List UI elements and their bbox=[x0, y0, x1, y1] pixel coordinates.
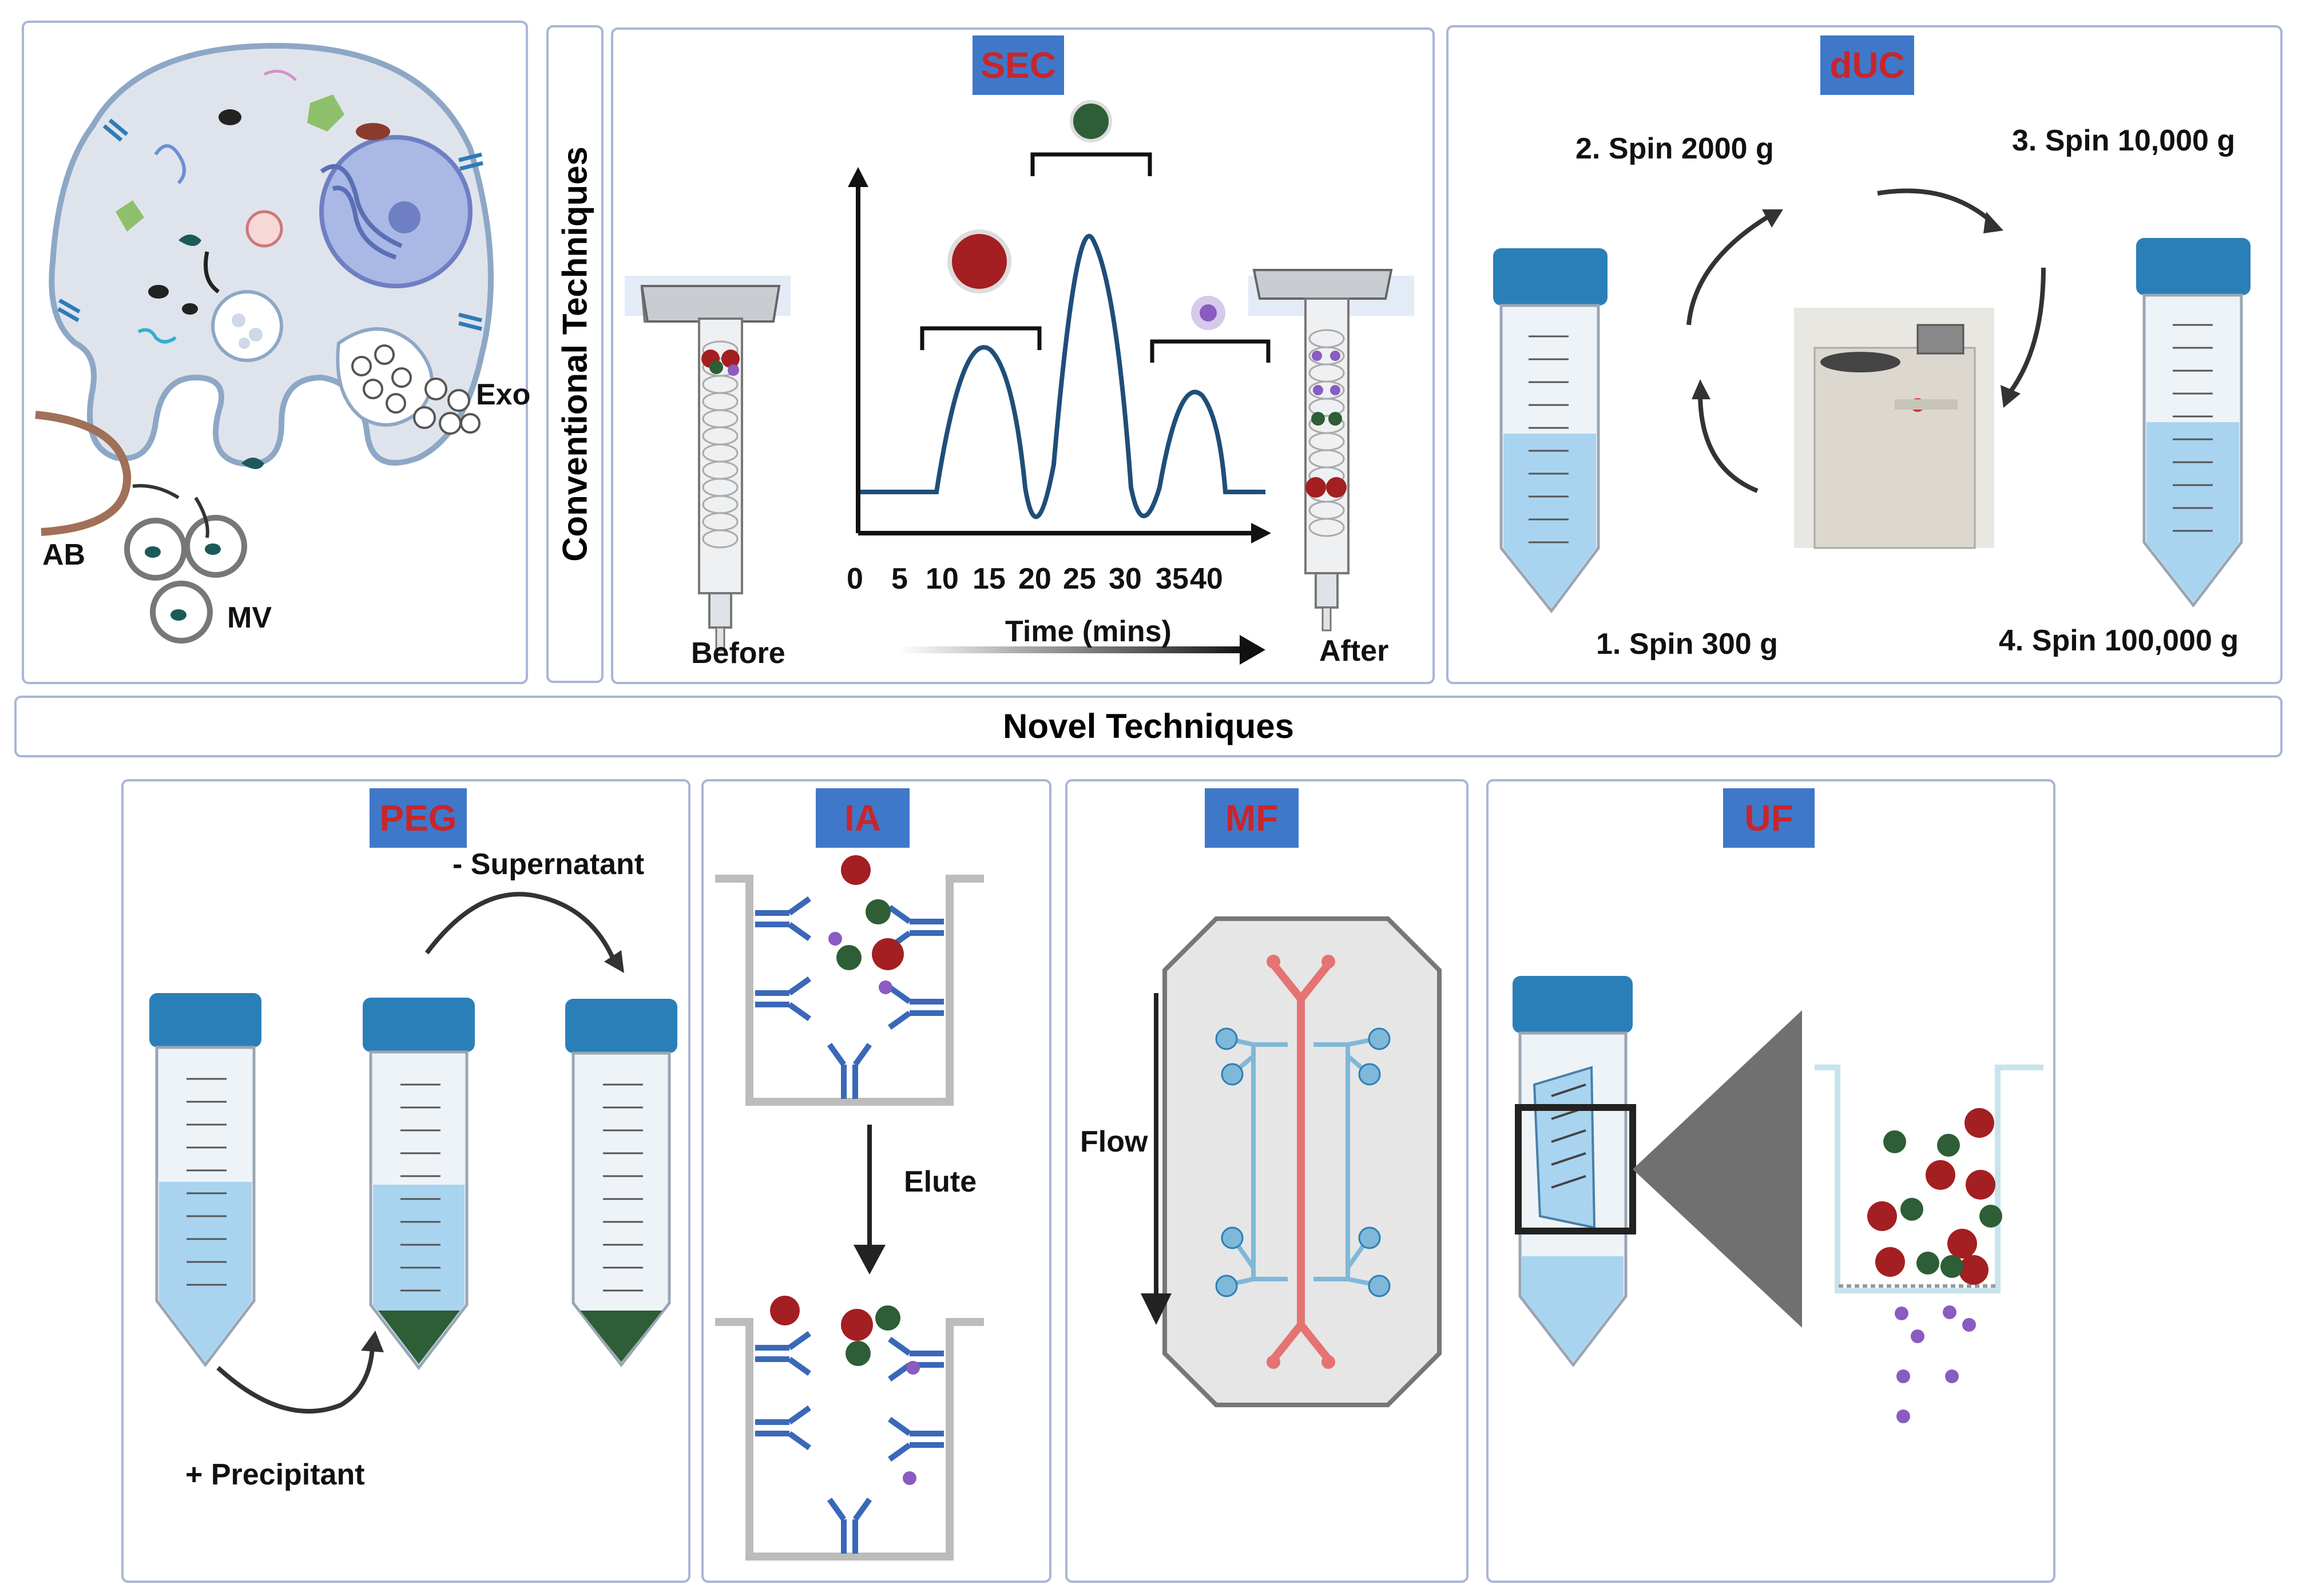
sec-tick-label: 15 bbox=[973, 562, 1006, 595]
sec-column-before bbox=[625, 276, 791, 652]
sec-tick-label: 5 bbox=[891, 562, 908, 595]
novel-header: Novel Techniques bbox=[14, 696, 2283, 757]
sec-xaxis-label: Time (mins) bbox=[1005, 615, 1172, 648]
ia-well-bottom bbox=[715, 1318, 984, 1561]
peg-tube-1 bbox=[149, 993, 261, 1368]
duc-tube-left bbox=[1493, 248, 1608, 614]
mvb bbox=[211, 290, 283, 362]
sec-tick-label: 10 bbox=[926, 562, 959, 595]
sec-tick-label: 40 bbox=[1190, 562, 1223, 595]
ia-elute-label: Elute bbox=[904, 1165, 977, 1198]
sec-tick-label: 30 bbox=[1109, 562, 1142, 595]
sec-tick-label: 25 bbox=[1063, 562, 1096, 595]
ia-well-top bbox=[715, 875, 984, 1106]
uf-illustration bbox=[1513, 976, 2043, 1423]
apoptotic-body bbox=[35, 411, 132, 536]
peg-precipitant-label: + Precipitant bbox=[185, 1458, 365, 1491]
duc-panel: dUC bbox=[1446, 25, 2283, 684]
peg-panel: PEG bbox=[121, 779, 690, 1583]
uf-badge: UF bbox=[1723, 788, 1815, 848]
peg-badge: PEG bbox=[370, 788, 467, 848]
duc-tube-right bbox=[2136, 238, 2251, 608]
ia-badge: IA bbox=[816, 788, 910, 848]
cell-illustration bbox=[35, 42, 494, 644]
mf-flow-label: Flow bbox=[1080, 1125, 1148, 1158]
sec-illustration bbox=[625, 100, 1414, 665]
sec-column-after bbox=[1248, 269, 1414, 632]
conventional-title: Conventional Techniques bbox=[555, 146, 594, 562]
cell-panel: Exo AB MV bbox=[22, 21, 531, 684]
sec-tick-label: 0 bbox=[847, 562, 863, 595]
sec-curve bbox=[860, 233, 1265, 519]
sec-tick-label: 35 bbox=[1156, 562, 1189, 595]
mv-label: MV bbox=[227, 601, 272, 634]
ab-label: AB bbox=[42, 538, 86, 571]
duc-step-3: 3. Spin 10,000 g bbox=[2012, 124, 2236, 157]
duc-step-2: 2. Spin 2000 g bbox=[1575, 132, 1774, 165]
uf-magnify-triangle bbox=[1633, 1010, 1802, 1328]
sec-tick-label: 20 bbox=[1018, 562, 1051, 595]
duc-illustration bbox=[1493, 188, 2251, 614]
mf-illustration bbox=[1141, 916, 1442, 1407]
novel-title: Novel Techniques bbox=[1002, 707, 1294, 745]
sec-panel: SEC bbox=[611, 27, 1435, 684]
ia-panel: IA bbox=[701, 779, 1051, 1583]
mf-badge: MF bbox=[1205, 788, 1299, 848]
peg-supernatant-label: - Supernatant bbox=[453, 848, 645, 881]
duc-step-1: 1. Spin 300 g bbox=[1596, 628, 1778, 661]
conventional-header: Conventional Techniques bbox=[546, 25, 604, 683]
exo-label: Exo bbox=[476, 378, 531, 411]
duc-step-4: 4. Spin 100,000 g bbox=[1999, 624, 2239, 657]
uf-tube bbox=[1513, 976, 1636, 1368]
peg-tube-3 bbox=[565, 999, 677, 1368]
sec-after-label: After bbox=[1319, 634, 1389, 668]
uf-panel: UF bbox=[1486, 779, 2055, 1583]
duc-badge: dUC bbox=[1820, 35, 1914, 95]
ia-illustration bbox=[715, 855, 984, 1561]
peg-illustration bbox=[149, 892, 677, 1414]
sec-before-label: Before bbox=[691, 637, 785, 670]
centrifuge-image bbox=[1794, 308, 1994, 549]
sec-badge: SEC bbox=[973, 35, 1064, 95]
mf-panel: MF Flow bbox=[1065, 779, 1469, 1583]
peg-tube-2 bbox=[363, 998, 475, 1371]
